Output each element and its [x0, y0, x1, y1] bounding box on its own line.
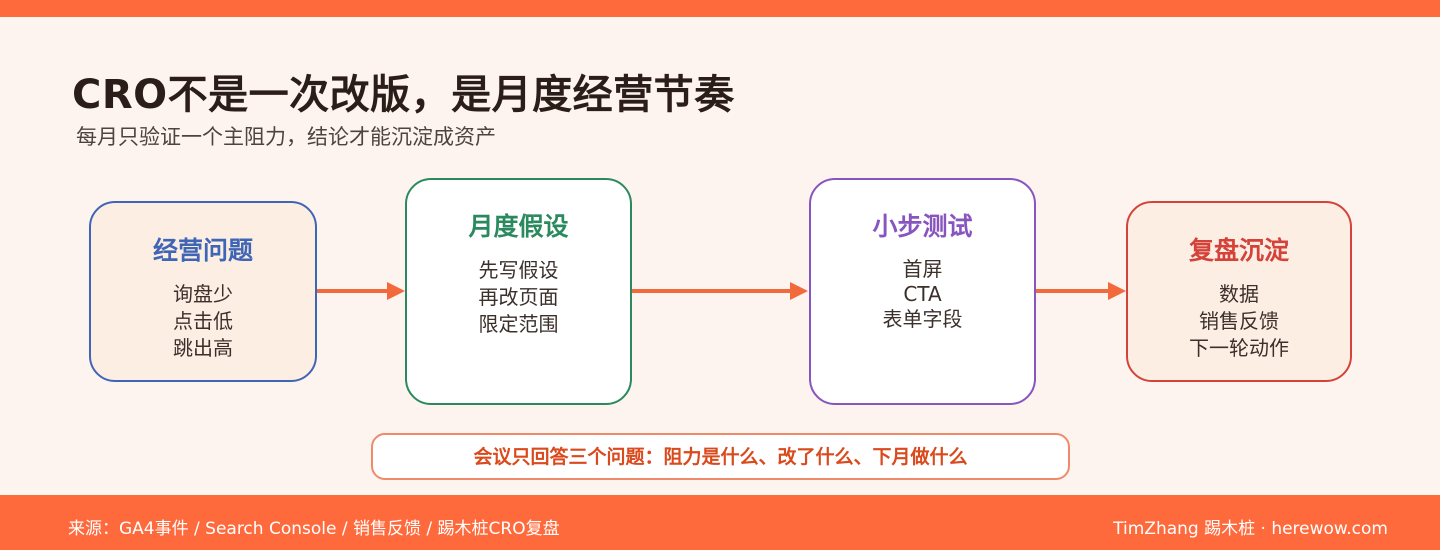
step-line: 询盘少 — [173, 282, 233, 306]
step-line: 点击低 — [173, 309, 233, 333]
step-line: 跳出高 — [173, 336, 233, 360]
step-line: 首屏 — [902, 257, 943, 281]
page-title: CRO不是一次改版，是月度经营节奏 — [72, 72, 735, 118]
meeting-questions-callout: 会议只回答三个问题：阻力是什么、改了什么、下月做什么 — [371, 433, 1070, 480]
footer-source: 来源：GA4事件 / Search Console / 销售反馈 / 踢木桩CR… — [68, 519, 560, 539]
step-line: 先写假设 — [478, 258, 559, 282]
step-title: 小步测试 — [872, 212, 973, 241]
step-box-small-tests: 小步测试 首屏 CTA 表单字段 — [809, 178, 1036, 405]
step-box-review: 复盘沉淀 数据 销售反馈 下一轮动作 — [1126, 201, 1352, 382]
step-line: 表单字段 — [882, 307, 963, 331]
step-line: 数据 — [1219, 282, 1259, 306]
step-title: 月度假设 — [468, 212, 569, 241]
footer-bar: 来源：GA4事件 / Search Console / 销售反馈 / 踢木桩CR… — [0, 495, 1440, 550]
step-box-business-problem: 经营问题 询盘少 点击低 跳出高 — [89, 201, 317, 382]
step-line: 限定范围 — [478, 312, 559, 336]
flow-arrow-3 — [1036, 282, 1126, 300]
step-title: 经营问题 — [152, 236, 253, 265]
step-line: 下一轮动作 — [1189, 336, 1289, 360]
footer-credit: TimZhang 踢木桩 · herewow.com — [1113, 519, 1388, 539]
step-box-monthly-hypothesis: 月度假设 先写假设 再改页面 限定范围 — [405, 178, 632, 405]
flow-arrow-1 — [317, 282, 405, 300]
step-title: 复盘沉淀 — [1188, 236, 1289, 265]
step-line: 销售反馈 — [1199, 309, 1279, 333]
page-subtitle: 每月只验证一个主阻力，结论才能沉淀成资产 — [76, 125, 496, 149]
step-line: 再改页面 — [478, 285, 559, 309]
step-line: CTA — [903, 282, 942, 306]
top-accent-band — [0, 0, 1440, 17]
flow-arrow-2 — [632, 282, 808, 300]
